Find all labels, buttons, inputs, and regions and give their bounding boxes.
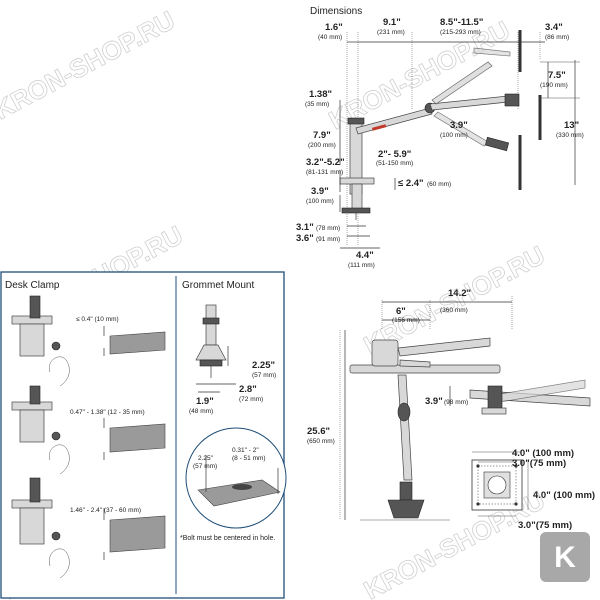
- grommet-dim-label: 1.9": [196, 396, 214, 407]
- grommet-mount-title: Grommet Mount: [182, 280, 254, 291]
- vesa-pattern-section: 4.0" (100 mm) 3.0"(75 mm) 4.0" (100 mm) …: [471, 448, 595, 531]
- dim-label: (35 mm): [305, 101, 329, 108]
- dim-label: (81-131 mm): [306, 169, 343, 176]
- grommet-dim-label: 2.8": [239, 384, 257, 395]
- dim-label: (100 mm): [306, 198, 334, 205]
- dim-label: (100 mm): [440, 132, 468, 139]
- side-dim-label: 25.6": [307, 426, 330, 437]
- side-dim-label: (156 mm): [392, 317, 420, 324]
- grommet-dim-label: (8 - 51 mm): [232, 455, 266, 462]
- dim-label: 3.2"-5.2": [306, 157, 345, 168]
- side-dim-label: 6": [396, 306, 406, 317]
- clamp-range-label: ≤ 0.4" (10 mm): [76, 316, 119, 323]
- dim-label: 8.5"-11.5": [440, 17, 483, 28]
- dim-label: 7.5": [548, 70, 566, 81]
- dim-label: 3.1": [296, 222, 314, 233]
- grommet-dim-label: 2.25": [198, 455, 214, 462]
- grommet-mount-drawings: 2.25" (57 mm) 2.8" (72 mm) 1.9" (48 mm) …: [180, 304, 287, 542]
- vesa-label: 3.0"(75 mm): [512, 458, 566, 469]
- grommet-dim-label: 0.31" - 2": [232, 447, 259, 454]
- dim-label: (215-293 mm): [440, 29, 481, 36]
- dim-label: 13": [564, 120, 579, 131]
- dimensions-title: Dimensions: [310, 6, 362, 17]
- dim-label: (330 mm): [556, 132, 584, 139]
- side-dim-label: (360 mm): [440, 307, 468, 314]
- dim-label: (40 mm): [318, 34, 342, 41]
- brand-badge: K: [540, 532, 590, 582]
- clamp-range-label: 0.47" - 1.38" (12 - 35 mm): [70, 409, 145, 416]
- vesa-label: 4.0" (100 mm): [512, 448, 574, 459]
- dim-label: (51-150 mm): [376, 160, 413, 167]
- watermark-text: KRON-SHOP.RU: [0, 5, 180, 126]
- bolt-note: *Bolt must be centered in hole.: [180, 535, 275, 542]
- grommet-dim-label: 2.25": [252, 360, 275, 371]
- dim-label: 1.6": [325, 22, 343, 33]
- grommet-dim-label: (48 mm): [189, 408, 213, 415]
- clamp-range-label: 1.46" - 2.4" (37 - 60 mm): [70, 507, 141, 514]
- mounting-options-panel: Desk Clamp ≤ 0.4" (10 mm) 0.47" - 1.38" …: [0, 271, 287, 599]
- badge-letter: K: [554, 541, 576, 574]
- dim-label: 3.4": [545, 22, 563, 33]
- side-dim-label: 3.9": [425, 396, 443, 407]
- vesa-label: 4.0" (100 mm): [533, 490, 595, 501]
- grommet-dim-label: (57 mm): [252, 372, 276, 379]
- grommet-dim-label: (57 mm): [193, 463, 217, 470]
- grommet-dim-label: (72 mm): [239, 396, 263, 403]
- side-profile-section: 6" (156 mm) 14.2" (360 mm) 3.9" (98 mm) …: [307, 288, 591, 521]
- top-dimensions-section: Dimensions: [296, 6, 584, 269]
- dim-label: (86 mm): [545, 34, 569, 41]
- side-dim-label: (98 mm): [444, 399, 468, 406]
- dim-label: (91 mm): [316, 236, 340, 243]
- dim-label: 3.9": [450, 120, 468, 131]
- dim-label: ≤ 2.4": [398, 178, 424, 189]
- dim-label: 2"- 5.9": [378, 149, 411, 160]
- dim-label: (78 mm): [316, 225, 340, 232]
- dim-label: (200 mm): [308, 142, 336, 149]
- desk-clamp-drawings: ≤ 0.4" (10 mm) 0.47" - 1.38" (12 - 35 mm…: [11, 295, 166, 579]
- dim-label: 4.4": [356, 250, 374, 261]
- dim-label: 9.1": [383, 17, 401, 28]
- desk-clamp-title: Desk Clamp: [5, 280, 60, 291]
- dim-label: 3.9": [311, 186, 329, 197]
- dim-label: (190 mm): [540, 82, 568, 89]
- vesa-label: 3.0"(75 mm): [518, 520, 572, 531]
- side-dim-label: (650 mm): [307, 438, 335, 445]
- dim-label: 7.9": [313, 130, 331, 141]
- dim-label: (231 mm): [377, 29, 405, 36]
- dim-label: 1.38": [309, 89, 332, 100]
- dim-label: (111 mm): [348, 262, 375, 269]
- dim-label: (60 mm): [427, 181, 451, 188]
- side-dim-label: 14.2": [448, 288, 471, 299]
- dim-label: 3.6": [296, 233, 314, 244]
